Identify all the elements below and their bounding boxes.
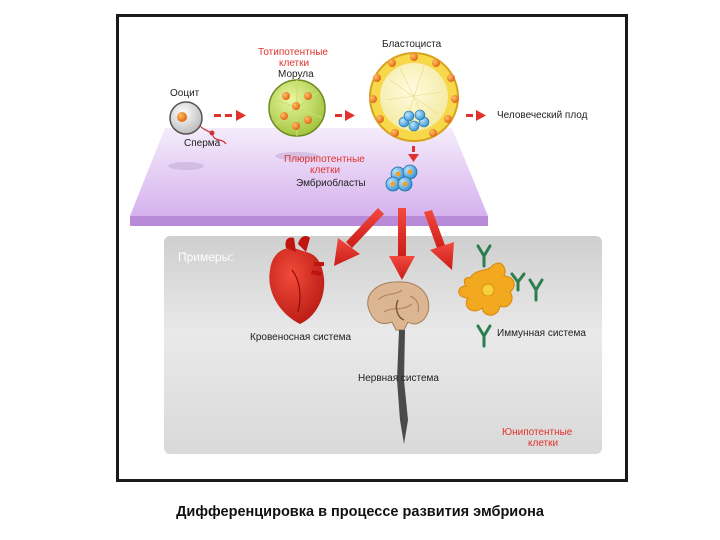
label-circulatory-system: Кровеносная система bbox=[250, 332, 352, 343]
examples-panel bbox=[164, 236, 602, 454]
arrow-oocyte-to-morula bbox=[214, 110, 246, 121]
label-sperm: Сперма bbox=[184, 138, 221, 149]
morula-cell bbox=[268, 79, 326, 160]
label-nervous-system: Нервная система bbox=[358, 373, 439, 384]
label-totipotent-line2: клетки bbox=[279, 58, 310, 69]
examples-title: Примеры: bbox=[178, 250, 234, 264]
label-pluripotent-line2: клетки bbox=[310, 165, 341, 176]
brain-illustration bbox=[367, 281, 430, 331]
label-blastocyst: Бластоциста bbox=[382, 39, 442, 50]
spinal-cord bbox=[397, 330, 408, 444]
blastocyst-cell bbox=[369, 52, 459, 142]
arrow-blastocyst-to-embryoblasts bbox=[408, 146, 419, 162]
label-unipotent-line1: Юнипотентные bbox=[502, 427, 573, 438]
heart-illustration bbox=[269, 236, 325, 324]
arrow-to-brain bbox=[389, 208, 415, 280]
label-human-fetus: Человеческий плод bbox=[497, 110, 588, 121]
label-oocyte: Ооцит bbox=[170, 88, 200, 99]
immune-cell-illustration bbox=[458, 262, 515, 316]
arrow-blastocyst-to-fetus bbox=[466, 110, 486, 121]
oocyte-cell bbox=[168, 101, 227, 170]
label-pluripotent-line1: Плюрипотентные bbox=[284, 154, 365, 165]
label-unipotent-line2: клетки bbox=[528, 438, 559, 449]
arrow-to-heart bbox=[334, 208, 384, 266]
label-totipotent-line1: Тотипотентные bbox=[258, 47, 328, 58]
figure-caption: Дифференцировка в процессе развития эмбр… bbox=[176, 504, 544, 520]
embryoblast-cells bbox=[385, 164, 418, 192]
antibody-icons bbox=[476, 244, 544, 348]
label-immune-system: Иммунная система bbox=[497, 328, 586, 339]
label-embryoblasts: Эмбриобласты bbox=[296, 178, 366, 189]
arrow-morula-to-blastocyst bbox=[335, 110, 355, 121]
label-morula: Морула bbox=[278, 69, 314, 80]
arrow-to-immune bbox=[424, 210, 454, 270]
